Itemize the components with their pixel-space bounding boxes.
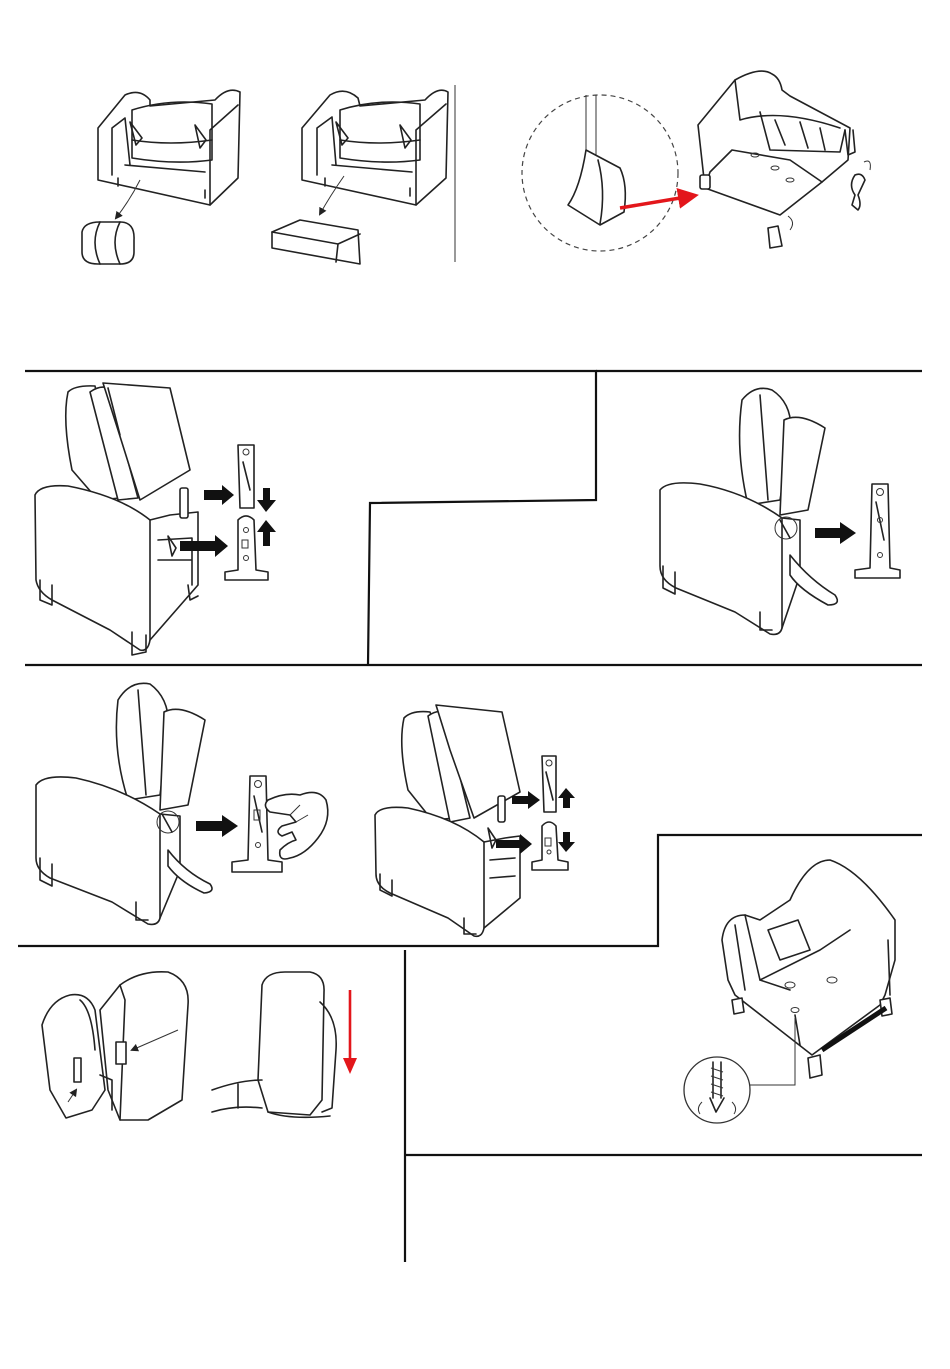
recliner-side-icon bbox=[660, 388, 837, 634]
long-box-icon bbox=[272, 220, 360, 264]
bracket-icon bbox=[855, 484, 900, 578]
arrow-up-icon bbox=[257, 520, 276, 546]
recliner-side-icon bbox=[35, 383, 198, 655]
spring-clip-icon bbox=[852, 161, 871, 210]
bracket-icon bbox=[532, 756, 568, 870]
step-unpack-seat-parts bbox=[82, 90, 240, 264]
step-press-latch-with-finger bbox=[36, 683, 328, 924]
step-align-back-slots bbox=[42, 972, 188, 1120]
backrest-icon bbox=[212, 972, 336, 1117]
chair-front-icon bbox=[98, 90, 240, 218]
recliner-side-icon bbox=[36, 683, 212, 924]
chair-front-icon bbox=[302, 85, 455, 262]
magnifier-detail-icon bbox=[522, 95, 692, 251]
hand-icon bbox=[265, 792, 327, 859]
bracket-icon bbox=[232, 776, 282, 872]
recliner-side-icon bbox=[375, 705, 520, 936]
arrow-down-icon bbox=[343, 990, 357, 1074]
foot-pad-icon bbox=[768, 216, 793, 248]
small-parts-bag-icon bbox=[82, 222, 134, 264]
arrow-down-icon bbox=[558, 832, 575, 852]
arrow-down-icon bbox=[257, 488, 276, 512]
chair-underside-icon bbox=[698, 71, 855, 215]
chair-underside-icon bbox=[722, 860, 895, 1078]
bracket-icon bbox=[225, 445, 268, 580]
step-remove-backrest bbox=[375, 705, 575, 936]
arrow-right-icon bbox=[815, 522, 856, 544]
step-insert-backrest-brackets bbox=[35, 383, 276, 655]
arrow-right-icon bbox=[196, 815, 238, 837]
spring-detail-icon bbox=[684, 1018, 795, 1123]
step-backrest-engaged bbox=[660, 388, 900, 634]
arrow-up-icon bbox=[558, 788, 575, 808]
back-slot-icon bbox=[42, 972, 188, 1120]
step-slide-backrest-down bbox=[212, 972, 357, 1117]
step-attach-feet-to-base bbox=[522, 71, 870, 251]
step-unpack-long-box bbox=[272, 85, 455, 264]
step-adjust-tension-spring bbox=[684, 860, 895, 1123]
